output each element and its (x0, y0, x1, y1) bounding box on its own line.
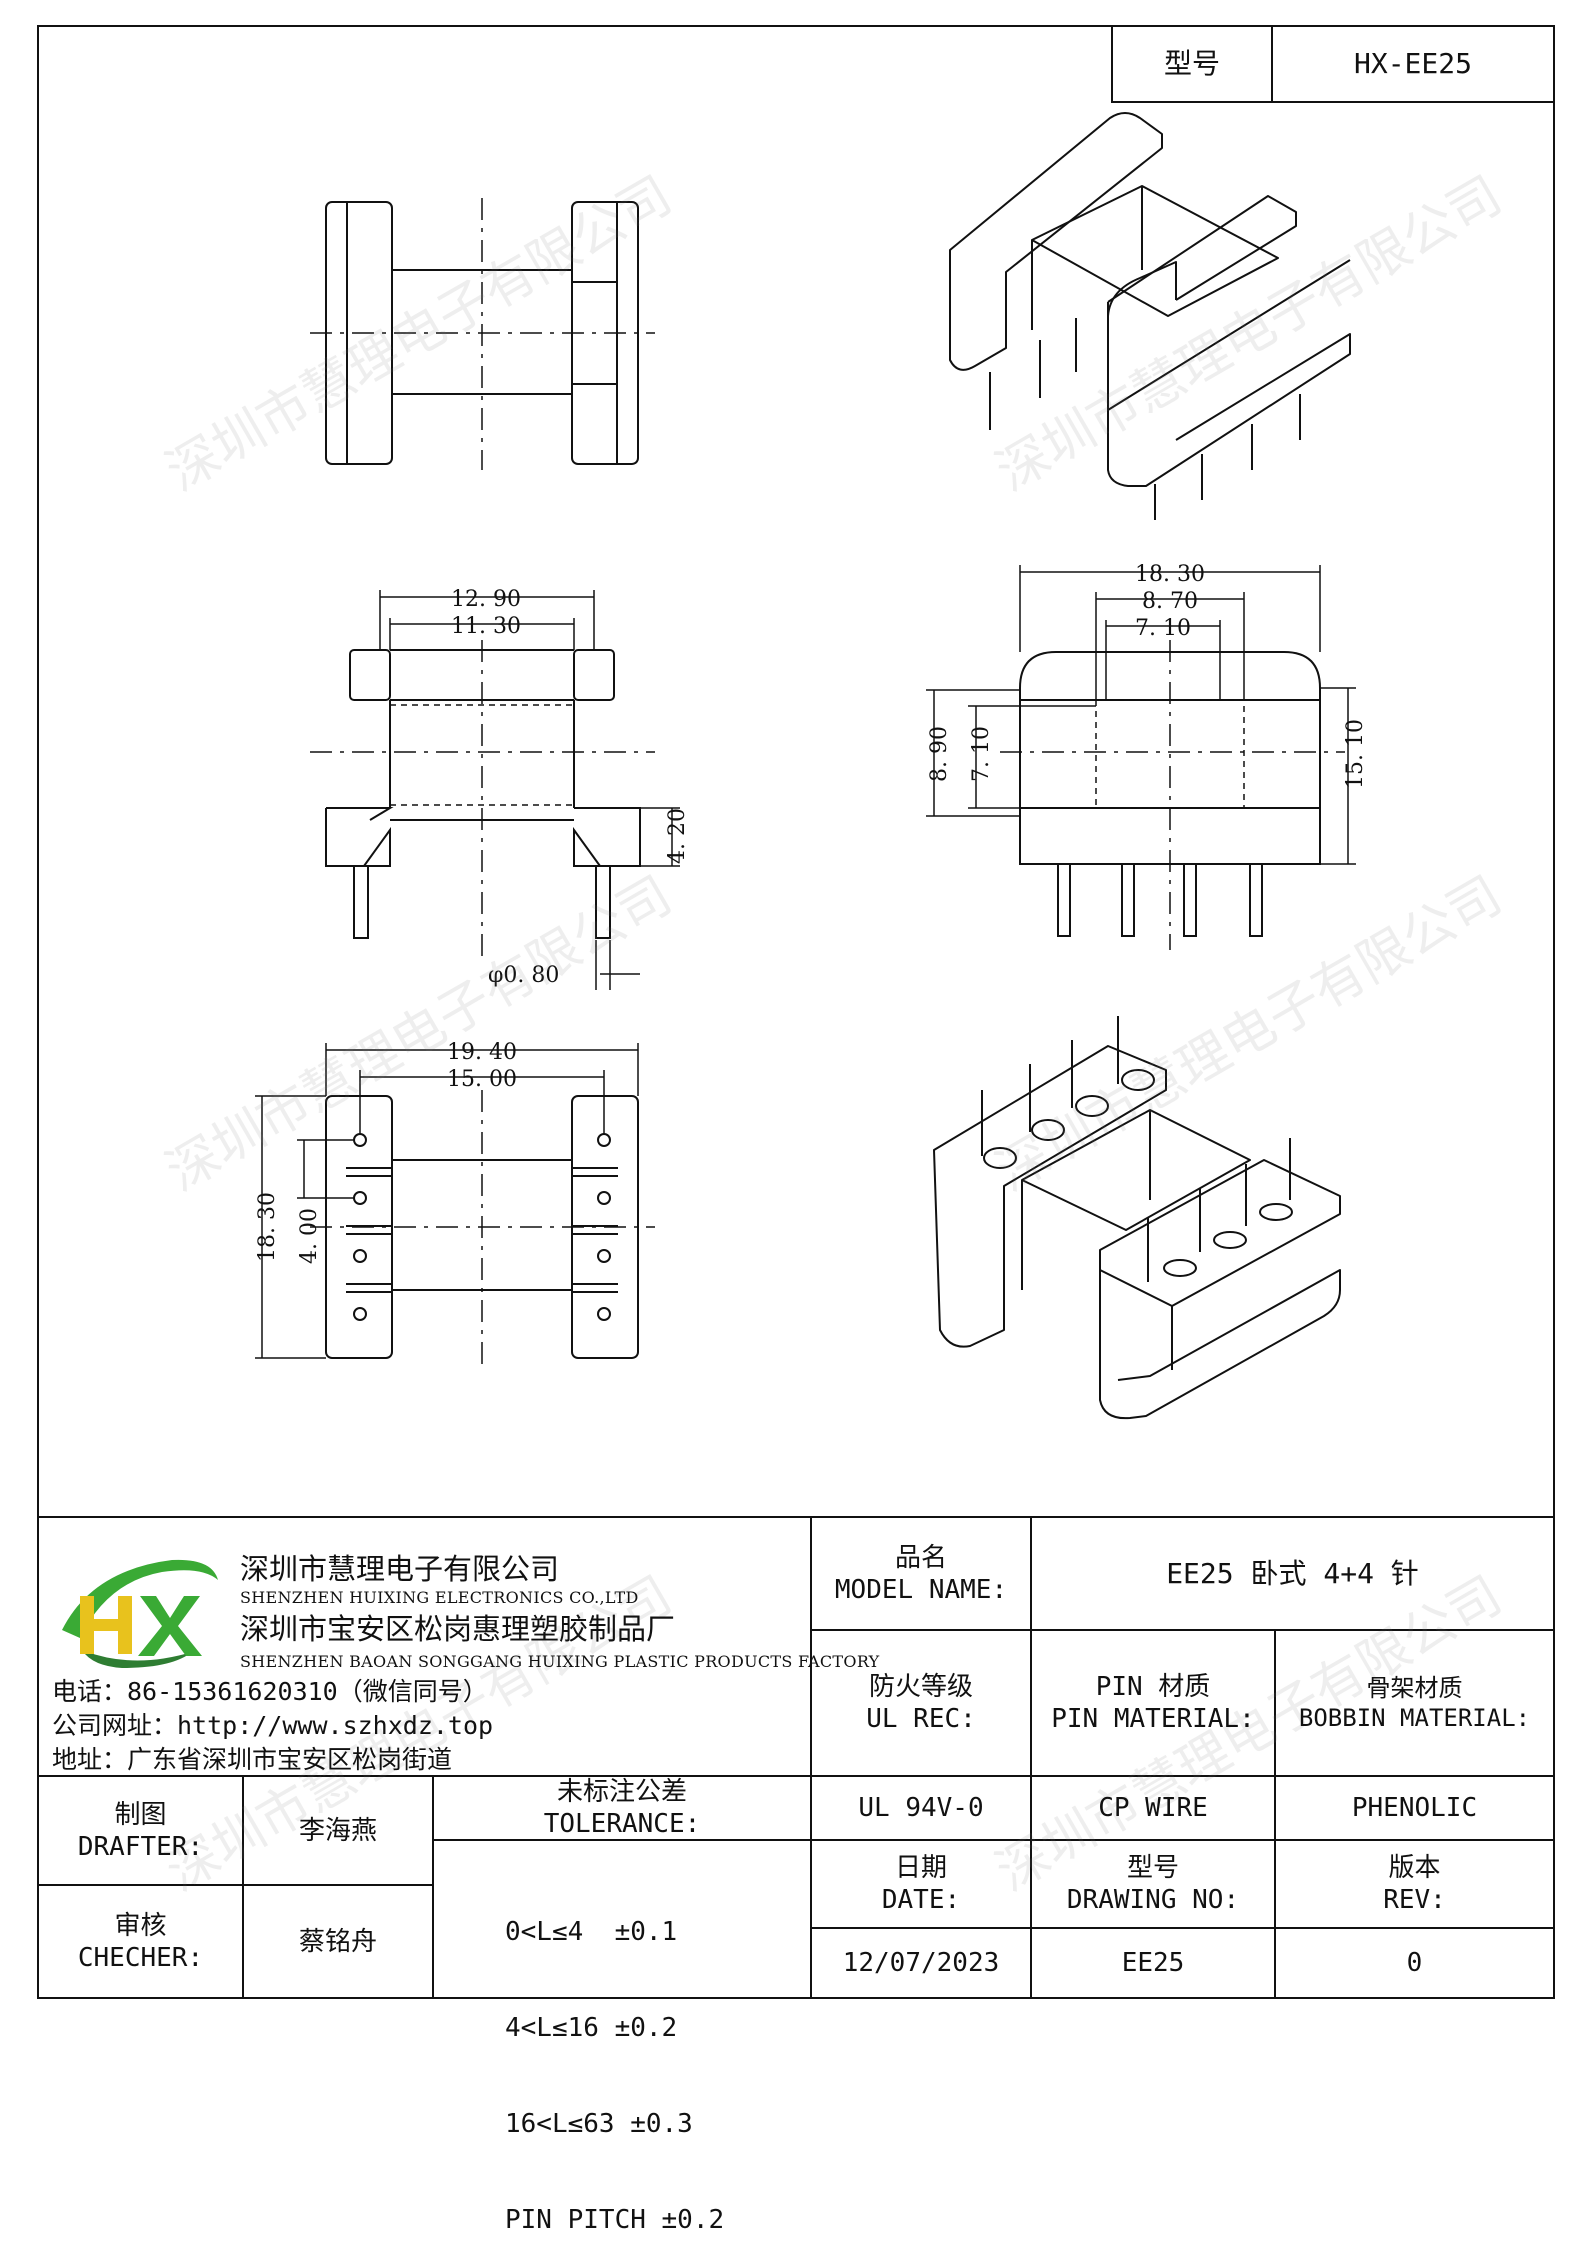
bobbin-material-label: 骨架材质 BOBBIN MATERIAL: (1275, 1630, 1554, 1776)
date-label-en: DATE: (881, 1885, 961, 1915)
date-label-cn: 日期 (894, 1853, 947, 1883)
type-header-box (1111, 25, 1555, 103)
rev-value: 0 (1406, 1948, 1423, 1978)
model-name-label: 品名 MODEL NAME: (811, 1517, 1031, 1630)
technical-drawing: 12. 90 11. 30 4. 20 φ0. 80 18. 30 8. 70 … (37, 25, 1555, 1999)
dim-15-00: 15. 00 (447, 1067, 517, 1092)
tolerance-label-cn: 未标注公差 (556, 1777, 687, 1807)
checker-label: 审核 CHECHER: (38, 1885, 243, 1998)
date-label: 日期 DATE: (811, 1840, 1031, 1928)
sheet-border (37, 25, 1555, 1999)
checker-label-en: CHECHER: (77, 1942, 204, 1973)
dim-4-00: 4. 00 (297, 1208, 322, 1264)
factory-name-cn: 深圳市宝安区松岗惠理塑胶制品厂 (240, 1612, 676, 1646)
model-label-cn: 品名 (894, 1542, 947, 1573)
tolerance-label-en: TOLERANCE: (543, 1809, 701, 1839)
ul-rec-label: 防火等级 UL REC: (811, 1630, 1031, 1776)
type-label: 型号 (1163, 47, 1220, 80)
drawing-no-label: 型号 DRAWING NO: (1031, 1840, 1275, 1928)
dim-15-10: 15. 10 (1343, 719, 1368, 789)
factory-name-en: SHENZHEN BAOAN SONGGANG HUIXING PLASTIC … (240, 1652, 880, 1671)
drawing-sheet: 12. 90 11. 30 4. 20 φ0. 80 18. 30 8. 70 … (37, 25, 1555, 2235)
pin-label-cn: PIN 材质 (1095, 1672, 1211, 1702)
company-name-en: SHENZHEN HUIXING ELECTRONICS CO.,LTD (240, 1588, 639, 1607)
type-value: HX-EE25 (1353, 47, 1472, 80)
tolerance-line: PIN PITCH ±0.2 (505, 2205, 725, 2235)
pin-material-value: CP WIRE (1098, 1793, 1208, 1823)
drawing-no-label-en: DRAWING NO: (1066, 1885, 1240, 1915)
top-view (310, 198, 655, 470)
drafter-value: 李海燕 (298, 1815, 377, 1846)
side-view (310, 640, 655, 960)
model-label-en: MODEL NAME: (834, 1574, 1008, 1605)
front-view (1000, 640, 1345, 950)
dim-11-30: 11. 30 (451, 614, 521, 639)
tolerance-table: 0<L≤4 ±0.1 4<L≤16 ±0.2 16<L≤63 ±0.3 PIN … (505, 1852, 724, 2268)
rev-label-cn: 版本 (1388, 1853, 1441, 1883)
dim-8-70: 8. 70 (1142, 589, 1198, 614)
pin-material-label: PIN 材质 PIN MATERIAL: (1031, 1630, 1275, 1776)
rev-label-en: REV: (1383, 1885, 1446, 1915)
bobbin-label-en: BOBBIN MATERIAL: (1298, 1704, 1531, 1732)
checker-value: 蔡铭舟 (298, 1926, 377, 1957)
tolerance-label: 未标注公差 TOLERANCE: (433, 1776, 811, 1840)
drawing-no-value: EE25 (1121, 1948, 1185, 1978)
drafter-label-cn: 制图 (114, 1799, 167, 1830)
drafter-label: 制图 DRAFTER: (38, 1776, 243, 1885)
dim-12-90: 12. 90 (451, 587, 521, 612)
ul-label-en: UL REC: (866, 1704, 976, 1734)
bobbin-material-value: PHENOLIC (1351, 1793, 1478, 1823)
dim-7-10-width: 7. 10 (1135, 616, 1191, 641)
isometric-view-top (949, 112, 1351, 520)
bobbin-label-cn: 骨架材质 (1366, 1674, 1463, 1702)
dim-pin-diameter: φ0. 80 (488, 963, 559, 988)
address: 地址：广东省深圳市宝安区松岗街道 (52, 1745, 453, 1774)
dim-18-30-width: 18. 30 (1135, 562, 1205, 587)
phone: 电话：86-15361620310（微信同号） (52, 1677, 488, 1706)
company-logo (62, 1559, 218, 1668)
dim-18-30-height: 18. 30 (255, 1192, 280, 1262)
front-view-dims (926, 565, 1356, 865)
date-value: 12/07/2023 (842, 1948, 1000, 1978)
drafter-label-en: DRAFTER: (77, 1831, 204, 1862)
dim-8-90: 8. 90 (927, 726, 952, 782)
side-view-dims (379, 590, 680, 990)
drawing-no-label-cn: 型号 (1126, 1853, 1179, 1883)
tolerance-line: 0<L≤4 ±0.1 (505, 1917, 678, 1947)
company-name-cn: 深圳市慧理电子有限公司 (240, 1552, 560, 1586)
tolerance-line: 4<L≤16 ±0.2 (505, 2013, 678, 2043)
bottom-view-dims (255, 1043, 639, 1359)
tolerance-line: 16<L≤63 ±0.3 (505, 2109, 693, 2139)
ul-label-cn: 防火等级 (868, 1672, 973, 1702)
checker-label-cn: 审核 (114, 1910, 167, 1941)
rev-label: 版本 REV: (1275, 1840, 1554, 1928)
ul-rec-value: UL 94V-0 (858, 1793, 984, 1823)
dim-7-10-height: 7. 10 (969, 726, 994, 782)
isometric-view-bottom (933, 1016, 1341, 1420)
model-name-value: EE25 卧式 4+4 针 (1166, 1556, 1419, 1590)
dim-19-40: 19. 40 (447, 1040, 517, 1065)
website: 公司网址：http://www.szhxdz.top (52, 1711, 494, 1740)
pin-label-en: PIN MATERIAL: (1051, 1704, 1255, 1734)
dim-4-20: 4. 20 (665, 808, 690, 864)
